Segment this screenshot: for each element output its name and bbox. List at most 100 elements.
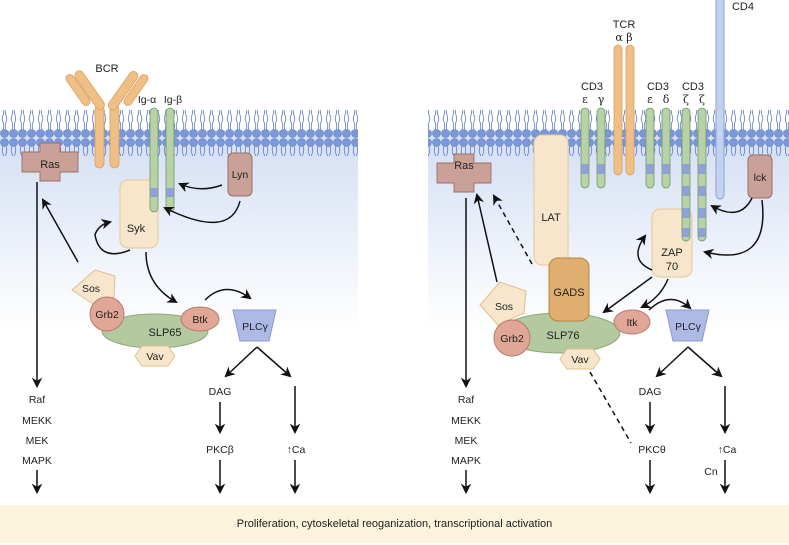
lck-to-zeta-arrow [710, 197, 753, 215]
ras-protein-right [436, 153, 492, 193]
itk-to-plc-arrow [648, 298, 692, 311]
ig-beta-chain [165, 107, 175, 213]
plc-to-ca-right-arrow [687, 346, 723, 378]
ras-label: Ras [40, 159, 60, 171]
lat-to-ras-dashed-arrow [492, 194, 533, 265]
cn-label: Cn [704, 466, 718, 478]
vav-right [559, 348, 601, 370]
tcr-receptor [613, 44, 635, 176]
plc-left-label: PLCγ [242, 321, 268, 333]
sos-to-ras-right-arrow [473, 192, 498, 283]
zap-autophos-arrow [635, 234, 653, 271]
grb2-left-label: Grb2 [95, 309, 119, 321]
cd4-coreceptor [715, 0, 725, 200]
ca-right-label: ↑Ca [718, 444, 737, 456]
ig-beta-label: Ig-β [164, 94, 182, 106]
b-cell-panel: BCR Ig-α Ig-β Syk Ras Lyn SLP65 S [0, 63, 358, 495]
cd3-eg-label: CD3 [581, 81, 603, 93]
plc-to-dag-right-arrow [655, 346, 689, 378]
outcome-label: Proliferation, cytoskeletal reoganizatio… [236, 518, 553, 530]
dag-right: DAG [639, 386, 662, 398]
lat-adaptor [533, 134, 569, 266]
sos-protein-right [479, 281, 527, 326]
plc-to-dag-arrow [224, 346, 258, 378]
ca-left-label: ↑Ca [287, 444, 306, 456]
mekk-left: MEKK [22, 415, 52, 427]
syk-to-btk-arrow [145, 251, 178, 304]
mek-left: MEK [26, 435, 49, 447]
zap-label-2: 70 [666, 261, 678, 273]
raf-left: Raf [29, 394, 45, 406]
cd4-label: CD4 [732, 1, 754, 13]
lat-label: LAT [541, 212, 561, 224]
vav-right-label: Vav [571, 354, 589, 366]
pkc-beta-label: PKCβ [206, 444, 234, 456]
t-cell-panel: LAT TCR α β CD3 ε γ CD3 ε δ CD4 [428, 0, 789, 495]
lyn-label: Lyn [232, 169, 249, 181]
zap-to-itk-arrow [640, 278, 669, 308]
cd3-epsilon-2: ε [647, 93, 653, 106]
syk-label: Syk [127, 223, 146, 235]
pkc-theta-label: PKCθ [638, 444, 666, 456]
vav-left-label: Vav [146, 351, 164, 363]
cd3-ed-chains [645, 107, 671, 189]
btk-to-plc-arrow [204, 288, 252, 301]
lck-kinase [747, 154, 773, 199]
slp65-label: SLP65 [148, 327, 181, 339]
ras-protein [21, 142, 79, 182]
plc-gamma-right [665, 309, 710, 342]
lck-to-zeta-arrow-2 [702, 199, 764, 260]
tcr-chains-label: α β [615, 31, 632, 44]
plc-gamma-left [232, 309, 277, 342]
mekk-right: MEKK [451, 415, 481, 427]
btk-kinase [180, 306, 220, 332]
raf-right: Raf [458, 394, 474, 406]
cd3-epsilon-1: ε [582, 93, 588, 106]
mapk-left: MAPK [22, 455, 52, 467]
membrane-right [428, 110, 789, 156]
grb2-adaptor-right [493, 319, 531, 357]
syk-kinase [119, 179, 159, 249]
cytoplasm-right [428, 130, 789, 330]
sos-to-ras-arrow [41, 198, 79, 263]
plc-right-label: PLCγ [675, 321, 701, 333]
lck-label: lck [754, 172, 768, 184]
cd3-zz-label: CD3 [682, 81, 704, 93]
dag-left: DAG [209, 386, 232, 398]
sos-right-label: Sos [495, 301, 513, 313]
ras-right-label: Ras [454, 160, 474, 172]
lyn-kinase [227, 152, 253, 197]
itk-label: Itk [626, 317, 638, 329]
grb2-adaptor [89, 296, 125, 332]
btk-label: Btk [192, 314, 208, 326]
cd3-eg-chains [580, 107, 606, 189]
plc-to-ca-arrow [256, 346, 292, 378]
bcr-label: BCR [95, 63, 118, 75]
mek-right: MEK [455, 435, 478, 447]
gads-label: GADS [553, 287, 584, 299]
ig-alpha-label: Ig-α [138, 94, 156, 106]
cd3-delta: δ [663, 93, 670, 106]
ig-alpha-chain [149, 107, 159, 213]
itk-kinase [613, 309, 651, 335]
slp76-label: SLP76 [546, 330, 579, 342]
cd3-gamma: γ [598, 93, 605, 106]
cd3-ed-label: CD3 [647, 81, 669, 93]
lyn-to-ig-arrow-2 [163, 200, 241, 224]
syk-autophos-arrow [94, 218, 131, 255]
mapk-right: MAPK [451, 455, 481, 467]
gads-adaptor [548, 257, 590, 322]
lyn-to-ig-arrow [178, 182, 223, 193]
cd3-zeta-2: ζ [699, 93, 705, 106]
cd3-zeta-1: ζ [683, 93, 689, 106]
bcr-receptor [65, 70, 149, 169]
zap-label-1: ZAP [661, 247, 682, 259]
vav-left [134, 345, 176, 367]
cd3-zeta-chains [681, 107, 707, 242]
zap-to-slp76-arrow [602, 276, 653, 314]
grb2-right-label: Grb2 [500, 333, 524, 345]
sos-left-label: Sos [82, 283, 100, 295]
outcome-box: Proliferation, cytoskeletal reoganizatio… [0, 505, 789, 543]
vav-to-pkc-dashed [589, 371, 632, 444]
